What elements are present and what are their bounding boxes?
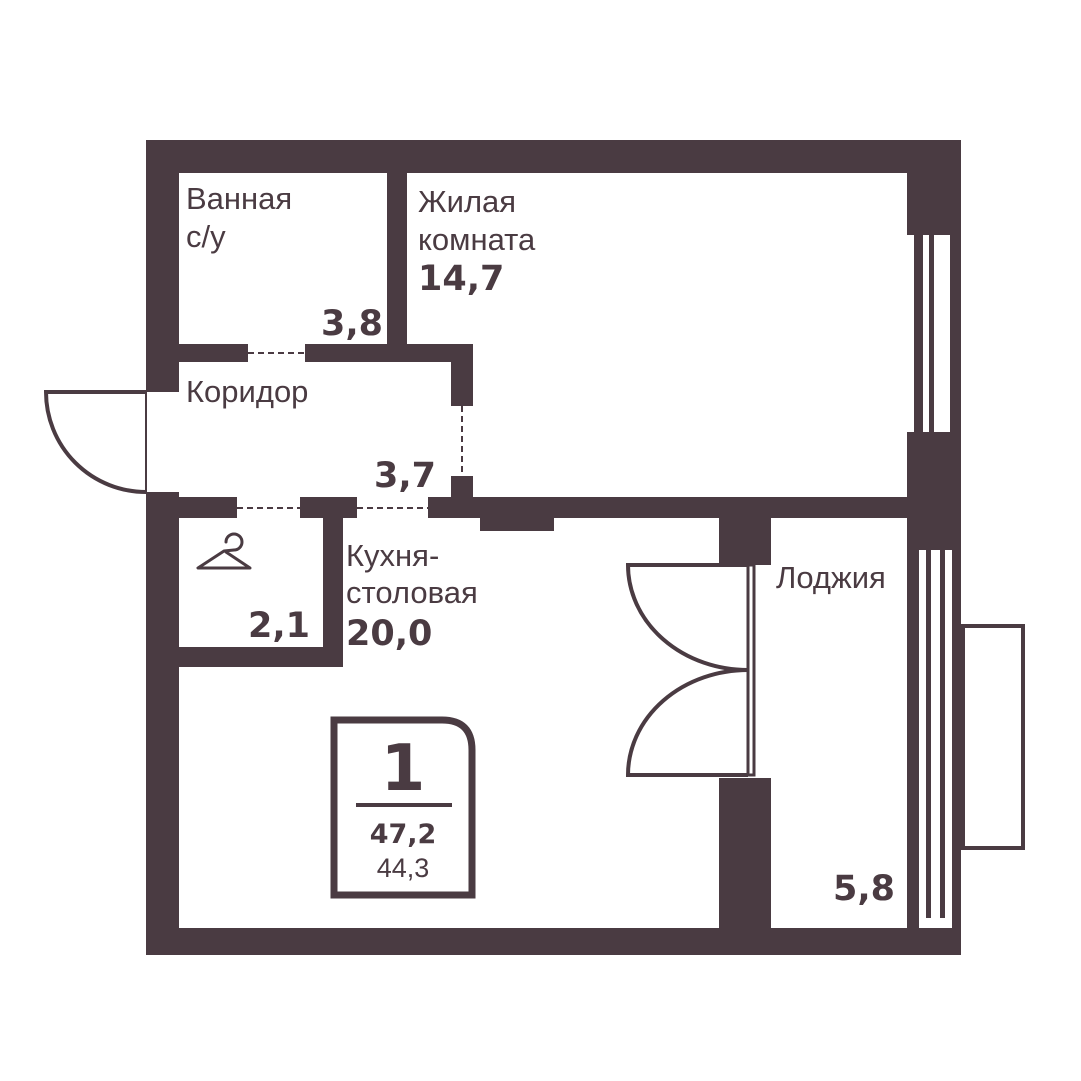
wardrobe-area: 2,1	[248, 606, 310, 646]
entrance-door	[43, 390, 147, 494]
outer-walls	[146, 140, 961, 955]
wall-corridor-bottom-left	[146, 497, 237, 518]
living-name-line1: Жилая	[418, 184, 516, 219]
glazing-frame-right	[952, 548, 961, 928]
wall-corridor-right-upper	[451, 344, 473, 406]
kitchen-name-line2: столовая	[346, 575, 478, 610]
interior-walls	[146, 140, 961, 955]
loggia-name: Лоджия	[776, 560, 886, 595]
loggia-glazing	[926, 548, 961, 928]
corridor-name: Коридор	[186, 374, 308, 409]
wall-living-bottom	[428, 497, 961, 518]
apartment-badge: 1 47,2 44,3	[330, 716, 476, 899]
loggia-door-frame	[746, 563, 756, 777]
wall-living-bottom-stub	[480, 497, 554, 531]
doors	[43, 352, 756, 777]
badge-living-area: 44,3	[377, 853, 430, 883]
living-room: Жилая комната 14,7	[418, 184, 536, 299]
wardrobe: 2,1	[248, 606, 310, 646]
living-window	[914, 235, 961, 432]
window-frame-left	[914, 235, 923, 432]
loggia-door-leaf-lower	[625, 668, 749, 777]
wall-bath-bottom-right	[305, 344, 473, 362]
wall-right-upper	[907, 140, 961, 235]
kitchen-name-line1: Кухня-	[346, 538, 439, 573]
wall-bath-living	[387, 140, 407, 345]
kitchen: Кухня- столовая 20,0	[346, 538, 478, 654]
bathroom: Ванная с/у 3,8	[186, 181, 383, 344]
window-frame-right	[950, 235, 961, 432]
wall-bath-bottom-left	[146, 344, 248, 362]
balcony-box	[961, 624, 1025, 850]
wall-kitchen-loggia-lower	[719, 778, 771, 955]
living-name-line2: комната	[418, 222, 536, 257]
bathroom-name-line1: Ванная	[186, 181, 292, 216]
corridor-area: 3,7	[374, 456, 436, 496]
wall-right-middle	[907, 432, 961, 550]
wall-loggia-right	[907, 540, 919, 955]
balcony-outline	[961, 624, 1025, 850]
wall-top	[146, 140, 961, 173]
loggia-area: 5,8	[833, 869, 895, 909]
wall-wardrobe-right	[323, 497, 343, 667]
wall-kitchen-loggia-upper	[719, 497, 771, 565]
wall-wardrobe-bottom	[146, 647, 343, 667]
glazing-line-2	[940, 548, 945, 918]
loggia: Лоджия 5,8	[776, 560, 895, 909]
badge-total-area: 47,2	[370, 819, 437, 850]
wall-bottom	[146, 928, 961, 955]
badge-frame	[330, 716, 476, 899]
wall-left-lower	[146, 492, 179, 955]
loggia-door-leaf-upper	[625, 563, 749, 672]
bathroom-name-line2: с/у	[186, 219, 226, 254]
kitchen-area: 20,0	[346, 614, 432, 654]
bathroom-area: 3,8	[321, 304, 383, 344]
hanger-icon	[196, 532, 252, 570]
glazing-line-1	[926, 548, 931, 918]
window-mullion	[929, 235, 934, 432]
living-area: 14,7	[418, 259, 504, 299]
corridor: Коридор 3,7	[186, 374, 436, 496]
badge-room-count: 1	[381, 732, 426, 806]
